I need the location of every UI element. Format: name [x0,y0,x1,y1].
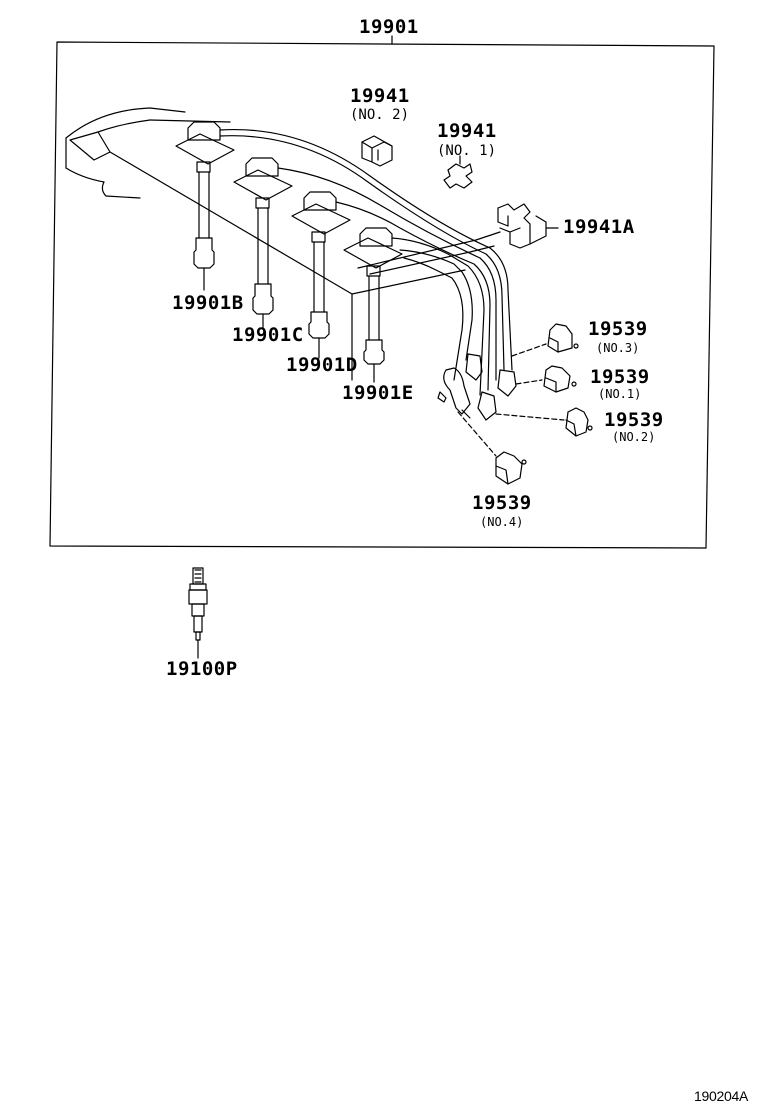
clip-19941-no2 [361,135,393,167]
boot-19539-no3 [511,323,579,357]
label-19539-no1-sub: (NO.1) [598,387,642,401]
boot-19539-no1 [515,365,577,393]
label-19901C: 19901C [232,324,304,346]
clip-19941A [497,203,559,249]
label-19539-no1: 19539 [590,366,650,388]
label-19941-no1-sub: (NO. 1) [437,143,497,159]
clip-19941-no1 [443,155,473,189]
boot-19539-no4 [457,411,527,485]
label-19941-no2: 19941 [350,85,410,107]
cord-19901E [343,227,403,383]
label-19539-no2: 19539 [604,409,664,431]
cord-ends [437,353,517,421]
engine-head [65,107,466,381]
cable-bundle [219,128,513,396]
label-19539-no3-sub: (NO.3) [596,341,640,355]
label-19539-no3: 19539 [588,318,648,340]
diagram-code: 190204A [694,1088,748,1104]
cord-19901C [233,157,293,329]
boot-19539-no2 [495,407,593,437]
label-19941-no1: 19941 [437,120,497,142]
label-19539-no4-sub: (NO.4) [480,515,524,529]
spark-plug-19100P [188,567,208,659]
label-19901: 19901 [359,16,419,38]
label-19941-no2-sub: (NO. 2) [350,107,410,123]
cord-19901B [175,121,235,291]
label-19539-no2-sub: (NO.2) [612,430,656,444]
assembly-frame [49,41,715,549]
label-19941A: 19941A [563,216,635,238]
label-19901E: 19901E [342,382,414,404]
label-19100P: 19100P [166,658,238,680]
label-19539-no4: 19539 [472,492,532,514]
cord-19901D [291,191,351,359]
label-19901B: 19901B [172,292,244,314]
label-19901D: 19901D [286,354,358,376]
